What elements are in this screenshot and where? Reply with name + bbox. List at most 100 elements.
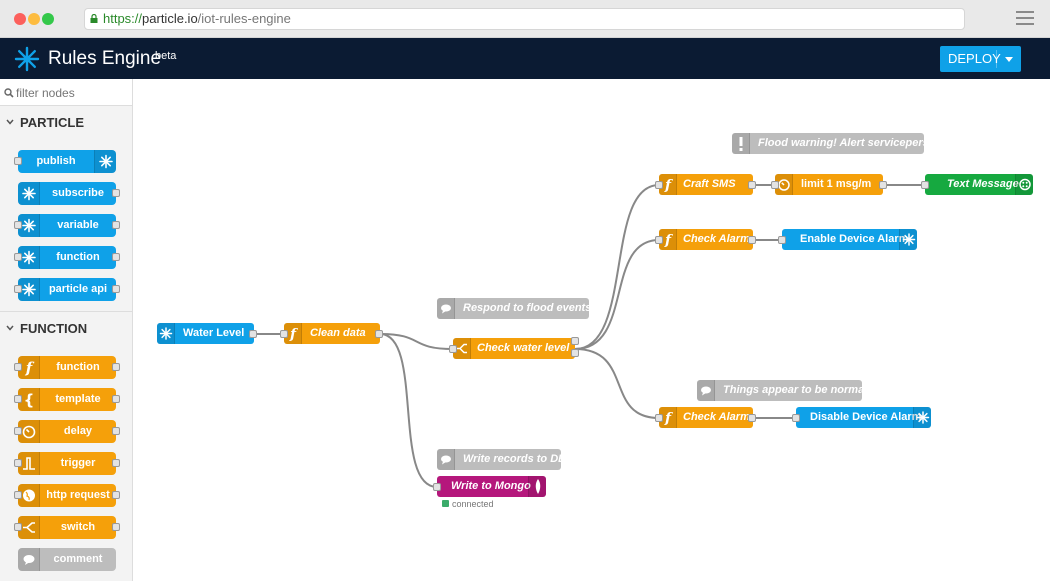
output-port[interactable] bbox=[112, 253, 120, 261]
comment-flood-warning[interactable]: Flood warning! Alert serviceperson bbox=[732, 133, 942, 154]
output-port[interactable] bbox=[249, 330, 257, 338]
chevron-down-icon bbox=[6, 119, 14, 125]
input-port[interactable] bbox=[14, 157, 22, 165]
wire bbox=[574, 348, 660, 419]
input-port[interactable] bbox=[655, 181, 663, 189]
comment-respond-flood[interactable]: Respond to flood events bbox=[437, 298, 591, 319]
output-port[interactable] bbox=[571, 349, 579, 357]
palette-node-subscribe[interactable]: subscribe bbox=[18, 182, 116, 205]
palette-node-trigger[interactable]: trigger bbox=[18, 452, 116, 475]
input-port[interactable] bbox=[280, 330, 288, 338]
input-port[interactable] bbox=[14, 427, 22, 435]
node-clean-data[interactable]: f Clean data bbox=[284, 323, 380, 344]
url-scheme: https:// bbox=[103, 11, 143, 26]
input-port[interactable] bbox=[778, 236, 786, 244]
node-water-level[interactable]: Water Level bbox=[157, 323, 254, 344]
node-enable-device-alarm[interactable]: Enable Device Alarm bbox=[782, 229, 917, 250]
close-window-button[interactable] bbox=[14, 13, 26, 25]
node-disable-device-alarm[interactable]: Disable Device Alarm bbox=[796, 407, 931, 428]
node-craft-sms[interactable]: f Craft SMS bbox=[659, 174, 753, 195]
input-port[interactable] bbox=[14, 363, 22, 371]
input-port[interactable] bbox=[792, 414, 800, 422]
output-port[interactable] bbox=[112, 395, 120, 403]
filter-bar bbox=[0, 79, 132, 106]
deploy-button[interactable]: DEPLOY bbox=[940, 46, 1021, 72]
output-port[interactable] bbox=[112, 427, 120, 435]
chevron-down-icon[interactable] bbox=[1005, 57, 1013, 62]
input-port[interactable] bbox=[14, 459, 22, 467]
comment-icon bbox=[437, 449, 455, 470]
particle-icon bbox=[157, 323, 175, 344]
palette-node-label: delay bbox=[63, 425, 93, 437]
beta-badge: beta bbox=[155, 50, 177, 62]
particle-icon bbox=[94, 150, 116, 173]
input-port[interactable] bbox=[14, 253, 22, 261]
address-bar[interactable]: https://particle.io/iot-rules-engine bbox=[84, 8, 965, 30]
filter-nodes-input[interactable] bbox=[16, 84, 126, 101]
output-port[interactable] bbox=[112, 491, 120, 499]
input-port[interactable] bbox=[14, 491, 22, 499]
palette-node-label: function bbox=[56, 251, 100, 263]
output-port[interactable] bbox=[112, 221, 120, 229]
particle-icon bbox=[913, 407, 931, 428]
status-dot-icon bbox=[442, 500, 449, 507]
category-particle[interactable]: PARTICLE bbox=[0, 107, 132, 139]
input-port[interactable] bbox=[771, 181, 779, 189]
palette-node-publish[interactable]: publish bbox=[18, 150, 116, 173]
output-port[interactable] bbox=[748, 181, 756, 189]
output-port[interactable] bbox=[112, 523, 120, 531]
palette-node-label: function bbox=[56, 361, 100, 373]
svg-text:f: f bbox=[664, 411, 674, 427]
input-port[interactable] bbox=[14, 285, 22, 293]
input-port[interactable] bbox=[655, 414, 663, 422]
palette-node-switch[interactable]: switch bbox=[18, 516, 116, 539]
node-label: Check water level bbox=[477, 342, 570, 354]
output-port[interactable] bbox=[112, 363, 120, 371]
input-port[interactable] bbox=[14, 395, 22, 403]
mongodb-leaf-icon bbox=[528, 476, 546, 497]
node-text-message[interactable]: Text Message bbox=[925, 174, 1033, 195]
menu-icon[interactable] bbox=[1016, 11, 1034, 26]
palette-node-delay[interactable]: delay bbox=[18, 420, 116, 443]
input-port[interactable] bbox=[655, 236, 663, 244]
svg-text:f: f bbox=[289, 327, 299, 343]
output-port[interactable] bbox=[112, 459, 120, 467]
output-port[interactable] bbox=[112, 189, 120, 197]
input-port[interactable] bbox=[449, 345, 457, 353]
input-port[interactable] bbox=[433, 483, 441, 491]
palette-node-function[interactable]: function bbox=[18, 246, 116, 269]
palette-node-http-request[interactable]: http request bbox=[18, 484, 116, 507]
output-port[interactable] bbox=[112, 285, 120, 293]
node-label: Disable Device Alarm bbox=[810, 411, 922, 423]
output-port[interactable] bbox=[748, 236, 756, 244]
output-port[interactable] bbox=[879, 181, 887, 189]
node-write-to-mongo[interactable]: Write to Mongo bbox=[437, 476, 546, 497]
output-port[interactable] bbox=[571, 337, 579, 345]
function-icon: f bbox=[18, 356, 40, 379]
comment-normal[interactable]: Things appear to be normal bbox=[697, 380, 867, 401]
palette-node-comment[interactable]: comment bbox=[18, 548, 116, 571]
wire bbox=[574, 184, 660, 350]
palette-node-particle-api[interactable]: particle api bbox=[18, 278, 116, 301]
comment-write-db[interactable]: Write records to DB bbox=[437, 449, 566, 470]
minimize-window-button[interactable] bbox=[28, 13, 40, 25]
category-function[interactable]: FUNCTION bbox=[0, 313, 132, 345]
input-port[interactable] bbox=[921, 181, 929, 189]
input-port[interactable] bbox=[14, 221, 22, 229]
node-check-alarm-1[interactable]: f Check Alarm bbox=[659, 229, 753, 250]
palette-node-variable[interactable]: variable bbox=[18, 214, 116, 237]
node-limit[interactable]: limit 1 msg/m bbox=[775, 174, 883, 195]
lock-icon bbox=[90, 14, 98, 23]
flow-canvas[interactable]: Flood warning! Alert serviceperson Respo… bbox=[134, 79, 1050, 581]
output-port[interactable] bbox=[375, 330, 383, 338]
output-port[interactable] bbox=[748, 414, 756, 422]
palette-node-function[interactable]: f function bbox=[18, 356, 116, 379]
node-check-water-level[interactable]: Check water level bbox=[453, 338, 575, 359]
palette-node-label: subscribe bbox=[52, 187, 104, 199]
function-icon: f bbox=[659, 174, 677, 195]
palette-node-template[interactable]: { template bbox=[18, 388, 116, 411]
node-check-alarm-2[interactable]: f Check Alarm bbox=[659, 407, 753, 428]
node-status: connected bbox=[442, 499, 494, 509]
input-port[interactable] bbox=[14, 523, 22, 531]
maximize-window-button[interactable] bbox=[42, 13, 54, 25]
